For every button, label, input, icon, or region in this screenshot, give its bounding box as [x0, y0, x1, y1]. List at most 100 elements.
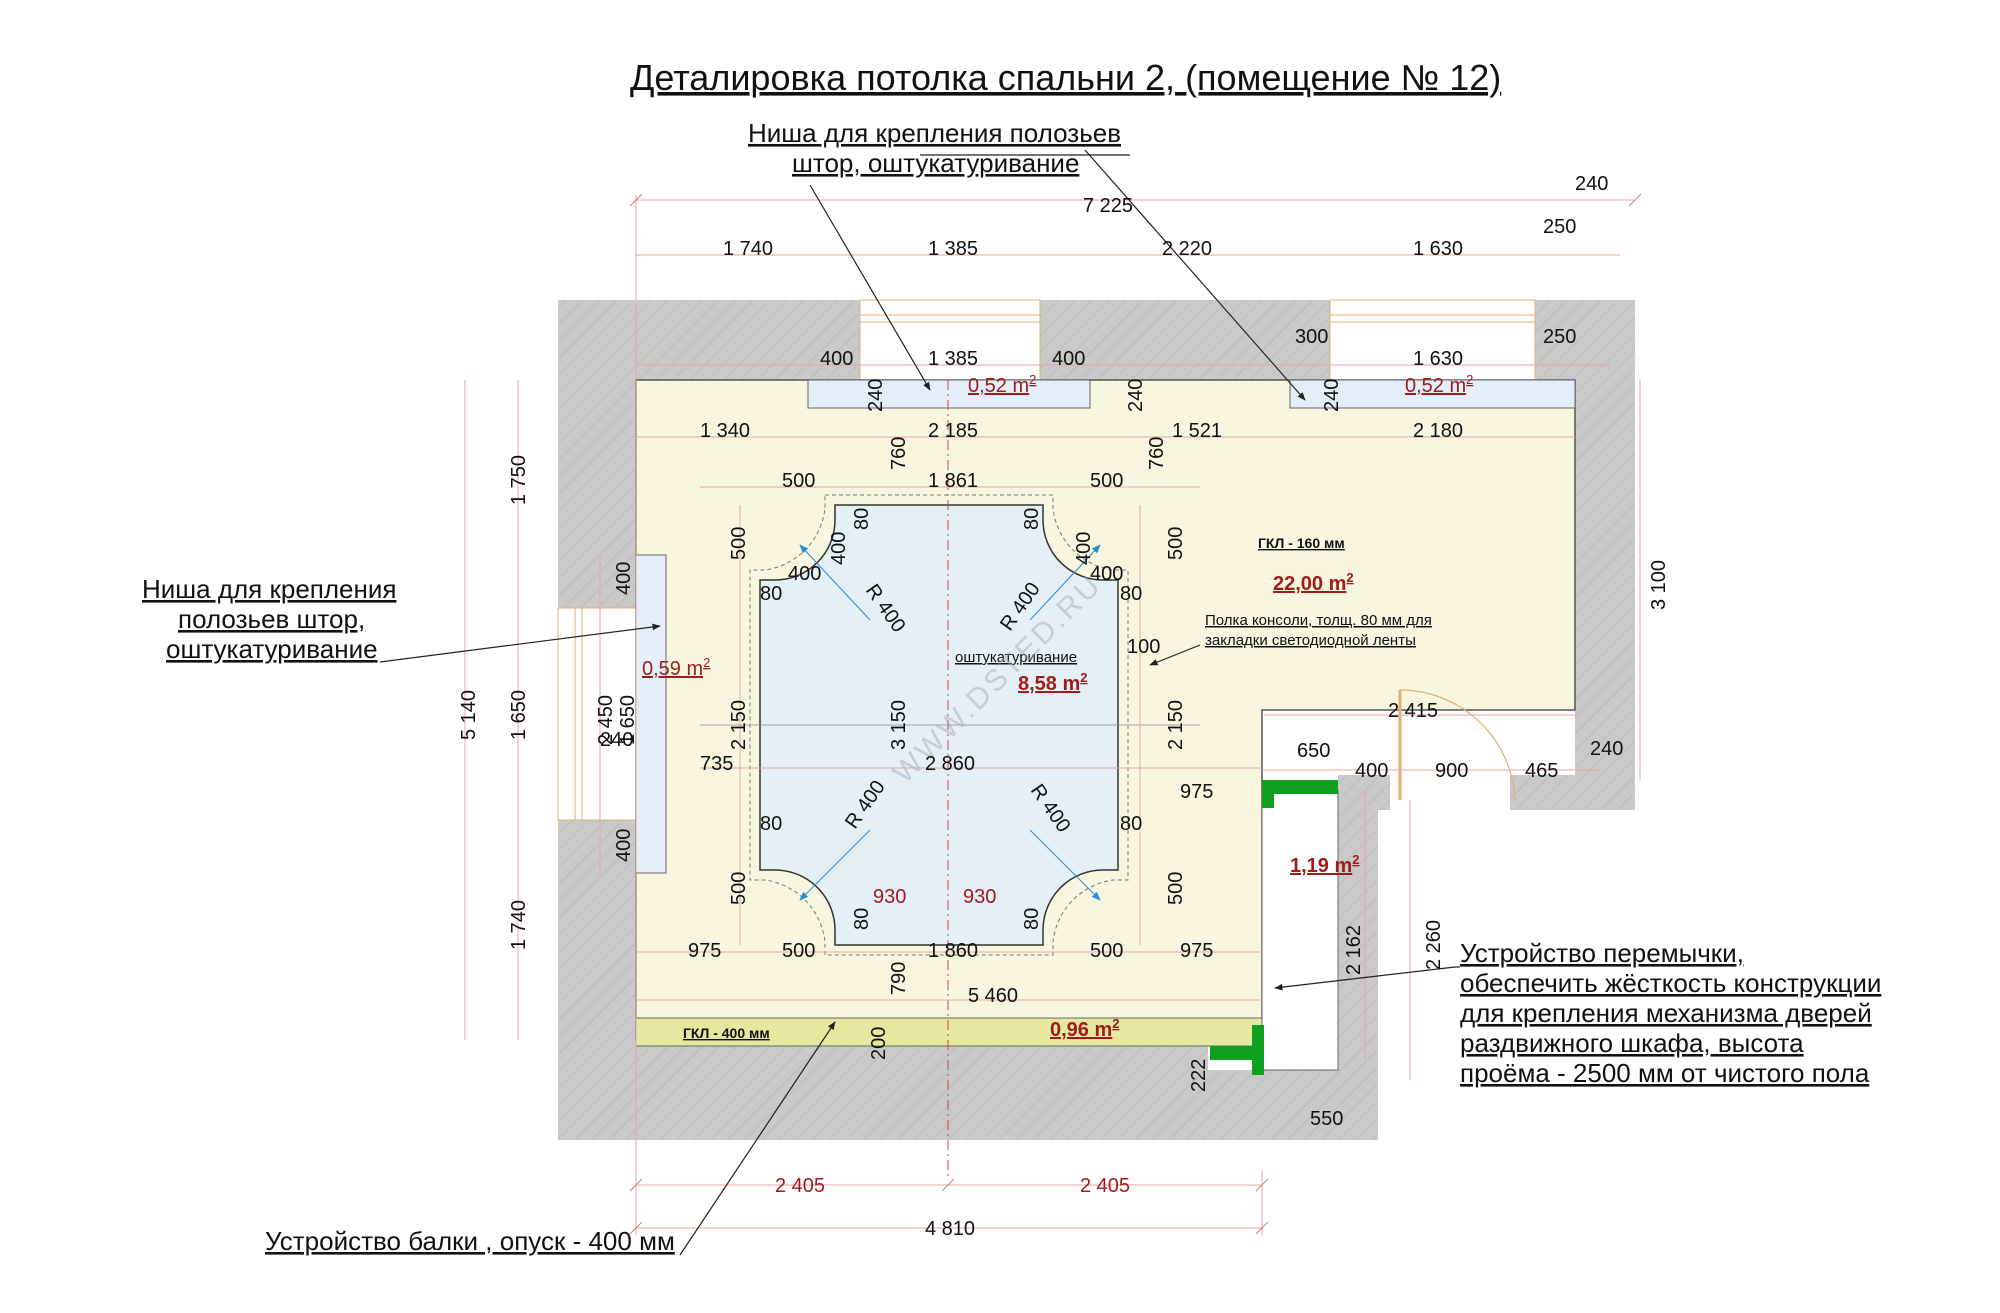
dim-r-1340: 1 340	[700, 420, 750, 442]
dim-c-80a: 80	[851, 508, 873, 530]
dim-v-760a: 760	[888, 437, 910, 470]
beam-gkl-400	[635, 1017, 1263, 1047]
dimension-lines	[464, 193, 1642, 1235]
dim-d-100: 100	[1127, 636, 1160, 658]
dim-c-80e: 80	[760, 813, 782, 835]
dim-d-465: 465	[1525, 760, 1558, 782]
dim-v-400a: 400	[828, 532, 850, 565]
dim-top-1385: 1 385	[928, 238, 978, 260]
note-niche-left-3: оштукатуривание	[166, 634, 378, 664]
dim-v-240a: 240	[865, 379, 887, 412]
dim-n-400a: 400	[820, 348, 853, 370]
dim-v-3150: 3 150	[888, 700, 910, 750]
dim-b-975a: 975	[688, 940, 721, 962]
dim-b-1860: 1 860	[928, 940, 978, 962]
dim-bot-4810: 4 810	[925, 1218, 975, 1240]
dim-left-1750: 1 750	[508, 455, 530, 505]
area-center: 8,58 m2	[1018, 670, 1088, 695]
closet-area	[1261, 789, 1339, 1071]
dim-b-790: 790	[888, 962, 910, 995]
dim-v-2150a: 2 150	[728, 700, 750, 750]
area-closet: 1,19 m2	[1290, 852, 1360, 877]
dim-r-2185: 2 185	[928, 420, 978, 442]
note-shelf-2: закладки светодиодной ленты	[1205, 632, 1416, 649]
note-jumper-1: Устройство перемычки,	[1460, 938, 1744, 968]
windows	[557, 299, 1536, 821]
dim-r-1521: 1 521	[1172, 420, 1222, 442]
dim-b-80a: 80	[851, 908, 873, 930]
door-swing	[1399, 689, 1516, 801]
dim-c-80f: 80	[1120, 813, 1142, 835]
area-niche-2: 0,52 m2	[1405, 372, 1473, 397]
dim-left-2450: 2 450	[595, 695, 617, 745]
niche-left	[635, 554, 667, 874]
note-niche-left-2: полозьев штор,	[178, 604, 365, 634]
dim-r-2180: 2 180	[1413, 420, 1463, 442]
dim-left-240: 240	[600, 729, 633, 751]
niche-top-left	[807, 379, 1091, 409]
dim-left-1650b: 1 650	[617, 695, 639, 745]
dim-v-2260: 2 260	[1423, 920, 1445, 970]
dim-c-1861: 1 861	[928, 470, 978, 492]
dim-c-80b: 80	[1021, 508, 1043, 530]
console-shelf-outline	[749, 494, 1129, 956]
dim-n-1630: 1 630	[1413, 348, 1463, 370]
dim-v-240c: 240	[1321, 379, 1343, 412]
dim-d-650: 650	[1297, 740, 1330, 762]
dim-b-930a: 930	[873, 886, 906, 908]
dim-d-240r: 240	[1590, 738, 1623, 760]
area-beam: 0,96 m2	[1050, 1016, 1120, 1041]
dim-left-400a: 400	[613, 562, 635, 595]
walls	[558, 300, 1635, 1140]
closet-jumper-left	[1262, 780, 1274, 808]
dim-d-900: 900	[1435, 760, 1468, 782]
dim-v-2162: 2 162	[1343, 925, 1365, 975]
dim-b-80b: 80	[1021, 908, 1043, 930]
dim-top-1630: 1 630	[1413, 238, 1463, 260]
note-niche-left: Ниша для крепления	[142, 574, 396, 604]
dim-c-500b: 500	[1090, 470, 1123, 492]
closet-jumper-post	[1252, 1025, 1264, 1075]
note-niche-top-2: штор, оштукатуривание	[792, 148, 1079, 178]
note-jumper-2: обеспечить жёсткость конструкции	[1460, 968, 1881, 998]
dim-r-3100: 3 100	[1648, 560, 1670, 610]
dim-top-2220: 2 220	[1162, 238, 1212, 260]
note-jumper-4: раздвижного шкафа, высота	[1460, 1028, 1804, 1058]
dim-top-1740: 1 740	[723, 238, 773, 260]
dim-b-975b: 975	[1180, 940, 1213, 962]
label-gkl-160: ГКЛ - 160 мм	[1258, 535, 1345, 551]
dim-h-400b: 400	[1090, 563, 1123, 585]
dim-d-400: 400	[1355, 760, 1388, 782]
drawing-title: Деталировка потолка спальни 2, (помещени…	[630, 57, 1501, 98]
dim-d-735: 735	[700, 753, 733, 775]
area-niche-1: 0,52 m2	[968, 372, 1036, 397]
area-main: 22,00 m2	[1273, 570, 1354, 595]
dim-b-500b: 500	[1165, 872, 1187, 905]
note-shelf-1: Полка консоли, толщ. 80 мм для	[1205, 612, 1432, 629]
dim-h-400a: 400	[788, 563, 821, 585]
dim-n-1385: 1 385	[928, 348, 978, 370]
dim-v-760b: 760	[1146, 437, 1168, 470]
dim-bot-2405a: 2 405	[775, 1175, 825, 1197]
closet-jumper-bottom	[1210, 1046, 1252, 1060]
dim-d-975r: 975	[1180, 781, 1213, 803]
label-gkl-400: ГКЛ - 400 мм	[683, 1025, 770, 1041]
dim-c-80c: 80	[760, 583, 782, 605]
dim-v-240b: 240	[1125, 379, 1147, 412]
note-beam: Устройство балки , опуск - 400 мм	[265, 1226, 675, 1256]
dim-left-5140: 5 140	[458, 690, 480, 740]
note-jumper-3: для крепления механизма дверей	[1460, 998, 1872, 1028]
dim-n-250: 250	[1543, 326, 1576, 348]
dim-c-80d: 80	[1120, 583, 1142, 605]
dim-v-500b: 500	[1165, 527, 1187, 560]
dim-n-300: 300	[1295, 326, 1328, 348]
dim-bot-2405b: 2 405	[1080, 1175, 1130, 1197]
dim-b-500c: 500	[782, 940, 815, 962]
dim-b-550: 550	[1310, 1108, 1343, 1130]
dim-left-1650: 1 650	[508, 690, 530, 740]
dim-total-width: 7 225	[1083, 195, 1133, 217]
niche-top-right	[1289, 379, 1576, 409]
dim-b-222: 222	[1188, 1059, 1210, 1092]
dim-b-500a: 500	[728, 872, 750, 905]
dim-b-5460: 5 460	[968, 985, 1018, 1007]
